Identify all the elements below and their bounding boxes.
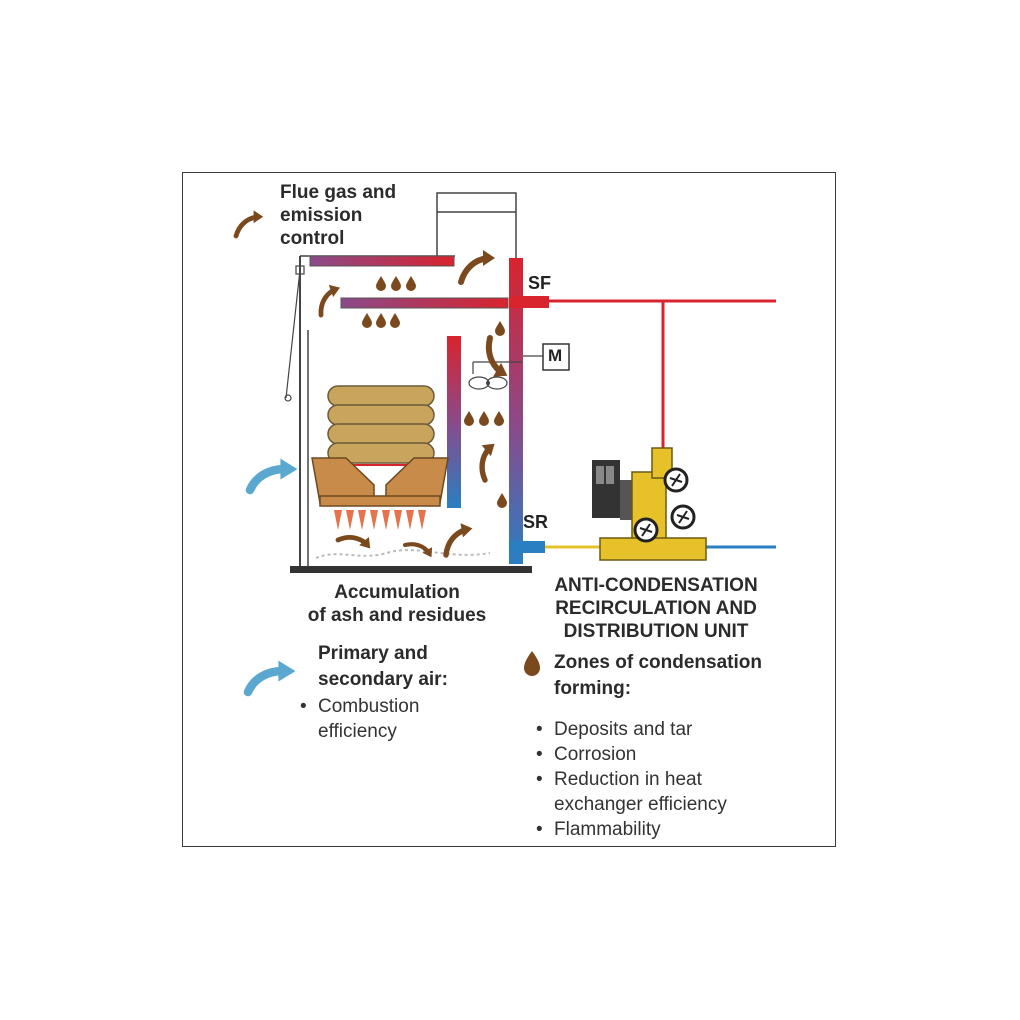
wood-logs: [327, 385, 435, 464]
condensation-item-continuation: exchanger efficiency: [554, 794, 727, 815]
air-title-line-1: Primary and: [318, 643, 428, 664]
unit-label: ANTI-CONDENSATION RECIRCULATION AND DIST…: [530, 574, 782, 643]
accumulation-line-2: of ash and residues: [307, 605, 487, 626]
condensation-item: Flammability: [534, 817, 727, 842]
flue-gas-line-1: Flue gas and: [280, 182, 397, 203]
condensation-title: Zones of condensation forming:: [554, 650, 762, 702]
flow-return-column: [509, 258, 523, 564]
motor-box: [542, 343, 570, 371]
diagram-frame: [182, 172, 836, 847]
accumulation-label: Accumulation of ash and residues: [290, 581, 504, 627]
condensation-item: Deposits and tar: [534, 717, 727, 742]
condensation-title-line-1: Zones of condensation: [554, 652, 762, 673]
flue-gas-line-2: emission: [280, 205, 363, 226]
flue-gas-line-3: control: [280, 228, 345, 249]
unit-line-1: ANTI-CONDENSATION: [554, 575, 758, 596]
flue-gas-label: Flue gas and emission control: [280, 181, 396, 250]
air-item-continuation: efficiency: [318, 721, 397, 742]
sr-label: SR: [523, 512, 549, 532]
sf-pipe-stub: [509, 296, 549, 308]
lower-baffle: [340, 297, 509, 309]
sf-label: SF: [528, 273, 552, 293]
accumulation-line-1: Accumulation: [334, 582, 460, 603]
condensation-items: Deposits and tar Corrosion Reduction in …: [534, 717, 727, 842]
upper-baffle: [309, 255, 455, 267]
flames: [334, 510, 426, 530]
exchanger-wall: [447, 336, 461, 508]
air-title-line-2: secondary air:: [318, 669, 448, 690]
condensation-item: Reduction in heat: [534, 767, 727, 792]
air-arrow-icon-boiler: [250, 459, 298, 490]
motor-label: M: [548, 346, 563, 365]
pump-icon: [592, 447, 707, 561]
air-arrow-icon: [248, 661, 296, 692]
sr-pipe-stub: [509, 541, 545, 553]
air-items: Combustion efficiency: [298, 694, 419, 744]
air-item: Combustion: [298, 694, 419, 719]
flue-arrow-icon: [236, 210, 263, 236]
condensation-item: Corrosion: [534, 742, 727, 767]
unit-line-3: DISTRIBUTION UNIT: [563, 621, 749, 642]
fan-icon: [468, 355, 544, 390]
combustion-hearth: [311, 457, 449, 507]
air-title: Primary and secondary air:: [318, 641, 448, 693]
boiler-casing: [284, 192, 532, 573]
unit-line-2: RECIRCULATION AND: [555, 598, 757, 619]
condensation-drop-icon: [524, 651, 540, 676]
condensation-title-line-2: forming:: [554, 678, 632, 699]
